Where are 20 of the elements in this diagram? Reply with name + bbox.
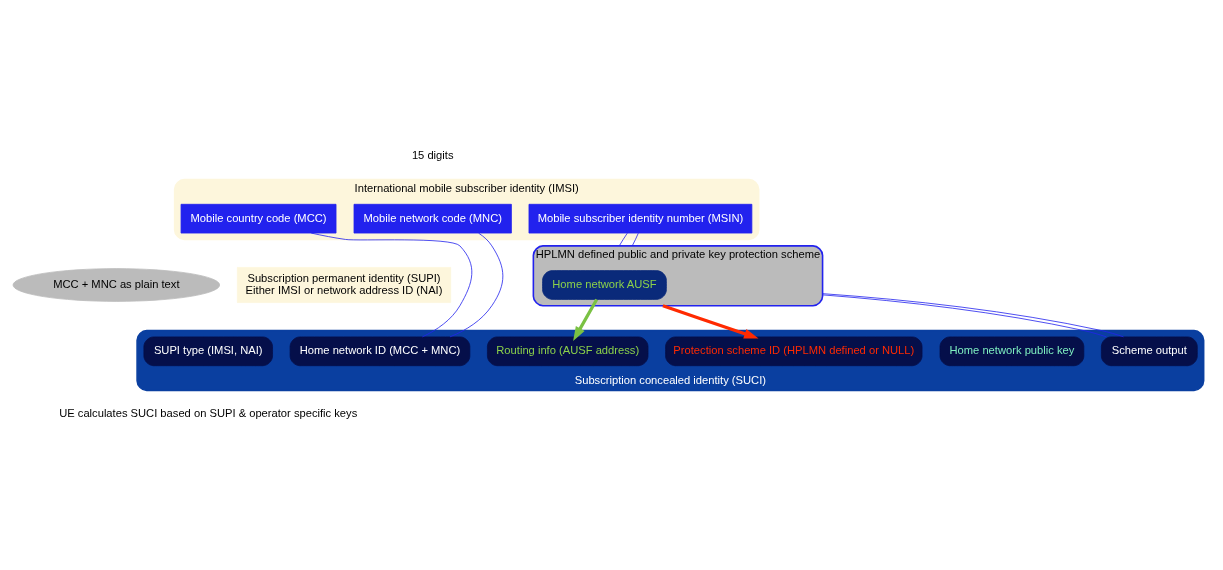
- label: UE calculates SUCI based on SUPI & operator specific keys: [59, 407, 358, 420]
- node-box: Mobile network code (MNC): [353, 203, 512, 234]
- node-box: Mobile country code (MCC): [180, 203, 337, 234]
- node-ellipse: MCC + MNC as plain text: [12, 268, 221, 302]
- connector: [310, 232, 473, 338]
- connector: [631, 232, 639, 247]
- node-box: SUPI type (IMSI, NAI): [143, 336, 273, 367]
- arrow: [573, 298, 599, 342]
- connector: [618, 232, 628, 247]
- node-box: Mobile subscriber identity number (MSIN): [528, 203, 753, 234]
- node-box: Home network ID (MCC + MNC): [289, 336, 471, 367]
- node-box: Protection scheme ID (HPLMN defined or NULL): [665, 336, 923, 367]
- node-box: Home network AUSF: [542, 270, 667, 300]
- arrow: [662, 304, 759, 339]
- connector: [449, 232, 504, 338]
- node-box: Scheme output: [1101, 336, 1198, 367]
- node-box: Home network public key: [939, 336, 1085, 367]
- node-label: 15 digits: [411, 148, 454, 161]
- node-box: Routing info (AUSF address): [487, 336, 649, 367]
- node-box: Subscription permanent identity (SUPI) Either IMSI or network address ID (NAI): [236, 267, 452, 303]
